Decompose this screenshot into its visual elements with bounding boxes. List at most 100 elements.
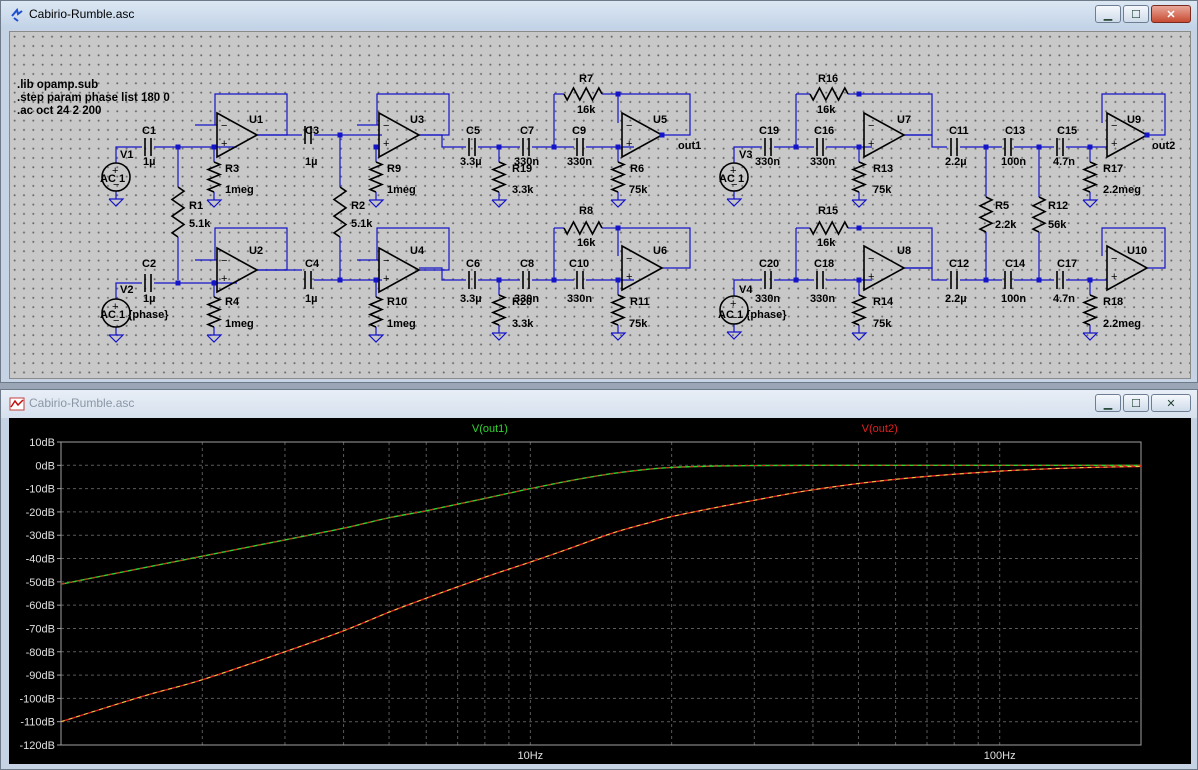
maximize-icon: ☐ — [1131, 8, 1141, 21]
y-tick-label: -100dB — [20, 693, 55, 705]
capacitor-symbol — [950, 138, 958, 156]
component-label: R13 — [873, 163, 893, 175]
minimize-button[interactable]: ▁ — [1095, 5, 1121, 23]
component-label: AC 1 {phase} — [718, 309, 787, 321]
capacitor-symbol — [1056, 271, 1064, 289]
component-label: 75k — [873, 318, 892, 330]
plot-minimize-button[interactable]: ▁ — [1095, 394, 1121, 412]
component-label: 1µ — [305, 293, 317, 305]
plot-grid — [60, 441, 1142, 746]
component-label: 5.1k — [351, 218, 373, 230]
capacitor-symbol — [468, 271, 476, 289]
minimize-icon: ▁ — [1103, 397, 1113, 410]
component-label: C17 — [1057, 258, 1077, 270]
opamp-symbol: −+ — [621, 111, 664, 159]
ground-symbol — [108, 198, 125, 207]
resistor-symbol — [563, 86, 603, 102]
plot-maximize-button[interactable]: ☐ — [1123, 394, 1149, 412]
close-icon: ✕ — [1166, 397, 1176, 410]
svg-text:−: − — [868, 253, 874, 265]
ground-symbol — [206, 334, 223, 343]
component-label: 1meg — [225, 318, 254, 330]
component-label: 5.1k — [189, 218, 211, 230]
junction — [983, 277, 989, 283]
component-label: 1µ — [143, 156, 155, 168]
svg-text:−: − — [626, 120, 632, 132]
component-label: U6 — [653, 245, 667, 257]
capacitor-symbol — [764, 138, 772, 156]
component-label: U3 — [410, 114, 424, 126]
junction — [615, 277, 621, 283]
capacitor-symbol — [522, 271, 530, 289]
ground-symbol — [108, 334, 125, 343]
wire — [419, 134, 466, 148]
component-label: 1meg — [387, 318, 416, 330]
svg-text:−: − — [113, 315, 119, 327]
close-button[interactable]: ✕ — [1151, 5, 1191, 23]
component-label: 100n — [1001, 156, 1026, 168]
wire — [733, 146, 762, 163]
resistor-symbol — [809, 86, 849, 102]
x-tick-label: 10Hz — [518, 750, 544, 762]
component-label: 2.2meg — [1103, 318, 1141, 330]
schematic-window[interactable]: Cabirio-Rumble.asc ▁ ☐ ✕ +−+−−+−+−+−+−+−… — [0, 0, 1198, 383]
spice-directive[interactable]: .ac oct 24 2 200 — [17, 105, 101, 117]
voltage-source-symbol: +− — [719, 295, 749, 325]
opamp-symbol: −+ — [378, 246, 421, 294]
component-label: C9 — [572, 125, 586, 137]
resistor-symbol — [609, 161, 627, 193]
component-label: V3 — [739, 149, 752, 161]
y-tick-label: 0dB — [35, 460, 55, 472]
y-tick-label: -20dB — [26, 507, 55, 519]
capacitor-symbol — [468, 138, 476, 156]
bode-plot[interactable]: 10dB0dB-10dB-20dB-30dB-40dB-50dB-60dB-70… — [9, 418, 1191, 764]
component-label: R6 — [630, 163, 644, 175]
resistor-symbol — [205, 161, 223, 193]
capacitor-symbol — [144, 138, 152, 156]
opamp-symbol: −+ — [863, 111, 906, 159]
spice-directive[interactable]: .lib opamp.sub — [17, 79, 98, 91]
schematic-titlebar[interactable]: Cabirio-Rumble.asc ▁ ☐ ✕ — [1, 1, 1197, 29]
resistor-symbol — [563, 220, 603, 236]
component-label: 1meg — [387, 184, 416, 196]
schematic-drawing[interactable]: +−+−−+−+−+−+−+−++−−+−++−−+−+ .lib opamp.… — [10, 32, 1190, 378]
component-label: R1 — [189, 200, 203, 212]
maximize-button[interactable]: ☐ — [1123, 5, 1149, 23]
svg-text:−: − — [1111, 253, 1117, 265]
y-tick-label: -80dB — [26, 647, 55, 659]
junction — [175, 280, 181, 286]
component-label: V1 — [120, 149, 133, 161]
junction — [793, 144, 799, 150]
spice-directive[interactable]: .step param phase list 180 0 — [17, 92, 170, 104]
legend-entry[interactable]: V(out1) — [472, 423, 508, 435]
component-label: C16 — [814, 125, 834, 137]
capacitor-symbol — [816, 138, 824, 156]
legend-entry[interactable]: V(out2) — [862, 423, 898, 435]
svg-text:−: − — [383, 255, 389, 267]
schematic-canvas[interactable]: +−+−−+−+−+−+−+−++−−+−++−−+−+ .lib opamp.… — [9, 31, 1191, 379]
ground-symbol — [1082, 199, 1099, 208]
capacitor-symbol — [576, 138, 584, 156]
series-line-alt-step — [60, 464, 1141, 585]
component-label: 56k — [1048, 219, 1067, 231]
component-label: C1 — [142, 125, 156, 137]
component-label: C15 — [1057, 125, 1077, 137]
component-label: R15 — [818, 205, 838, 217]
resistor-symbol — [1081, 294, 1099, 326]
component-label: C18 — [814, 258, 834, 270]
junction — [551, 144, 557, 150]
ground-symbol — [368, 199, 385, 208]
component-label: U7 — [897, 114, 911, 126]
svg-text:+: + — [730, 298, 736, 310]
component-label: 330n — [755, 156, 780, 168]
svg-text:+: + — [112, 301, 118, 313]
junction — [551, 277, 557, 283]
svg-text:+: + — [221, 138, 227, 150]
plot-close-button[interactable]: ✕ — [1151, 394, 1191, 412]
junction — [175, 144, 181, 150]
component-label: 330n — [810, 156, 835, 168]
maximize-icon: ☐ — [1131, 397, 1141, 410]
waveform-titlebar[interactable]: Cabirio-Rumble.asc ▁ ☐ ✕ — [1, 390, 1197, 418]
